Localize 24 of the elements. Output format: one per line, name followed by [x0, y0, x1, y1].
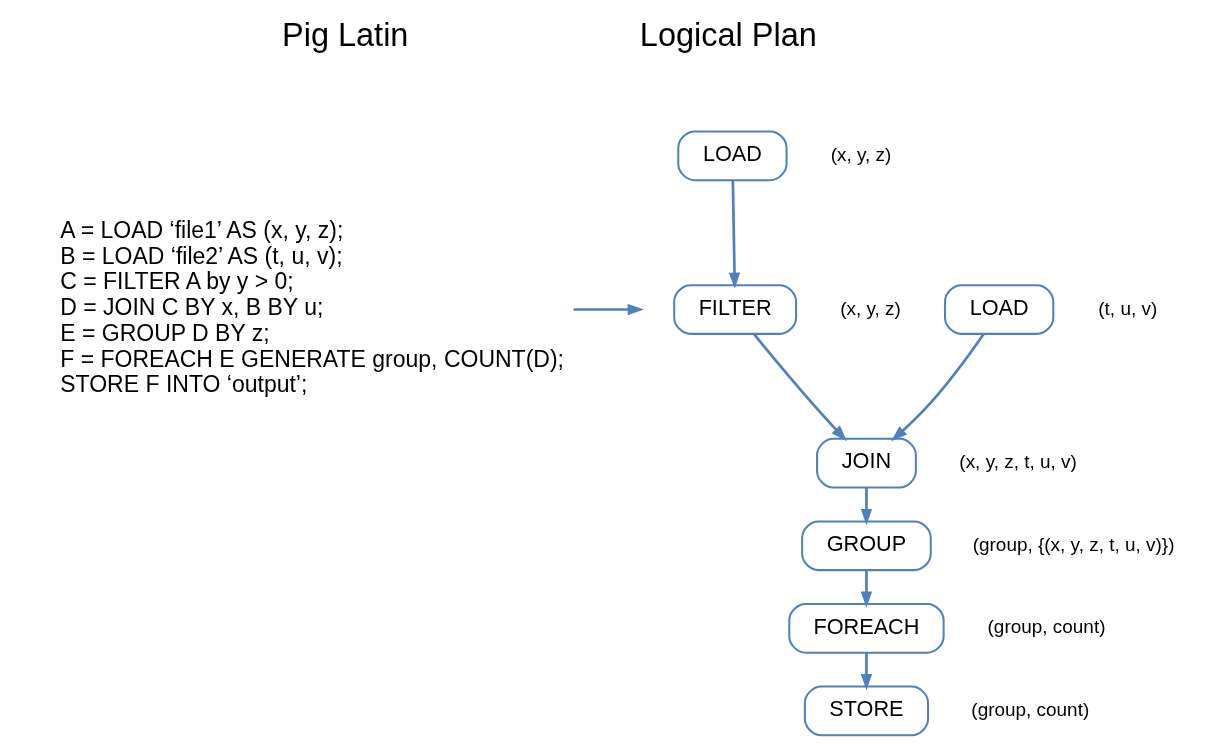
node-box: GROUP	[801, 520, 932, 572]
node-box: STORE	[803, 685, 930, 737]
node-box: LOAD	[943, 284, 1055, 335]
node-box: LOAD	[677, 130, 788, 182]
label: Logical Plan	[639, 17, 817, 54]
arrow	[752, 333, 847, 442]
node-label: (group, count)	[971, 698, 1090, 720]
arrow	[860, 652, 873, 691]
arrow	[728, 180, 741, 289]
node-label: (group, {(x, y, z, t, u, v)})	[972, 533, 1175, 555]
arrow	[573, 303, 644, 316]
node-label: (group, count)	[987, 616, 1106, 638]
arrow	[891, 333, 985, 442]
node-label: (t, u, v)	[1098, 297, 1158, 319]
node-label: (x, y, z, t, u, v)	[959, 451, 1077, 473]
label: Pig Latin	[282, 17, 409, 54]
node-label: (x, y, z)	[840, 297, 901, 319]
node-label: (x, y, z)	[830, 143, 892, 165]
node-box: JOIN	[816, 437, 917, 489]
arrow	[860, 487, 873, 526]
node-box: FILTER	[673, 284, 798, 335]
node-box: FOREACH	[788, 602, 945, 654]
arrow	[860, 570, 873, 608]
node-text: A = LOAD ‘file1’ AS (x, y, z); B = LOAD ‘file2’ AS (t, u, v); C = FILTER A by y > 0; D = JOIN C BY x, B BY u; E = GROUP D BY z; F = FOREACH E GENERATE group, COUNT(D); STORE F INTO ‘output’;	[60, 216, 564, 398]
